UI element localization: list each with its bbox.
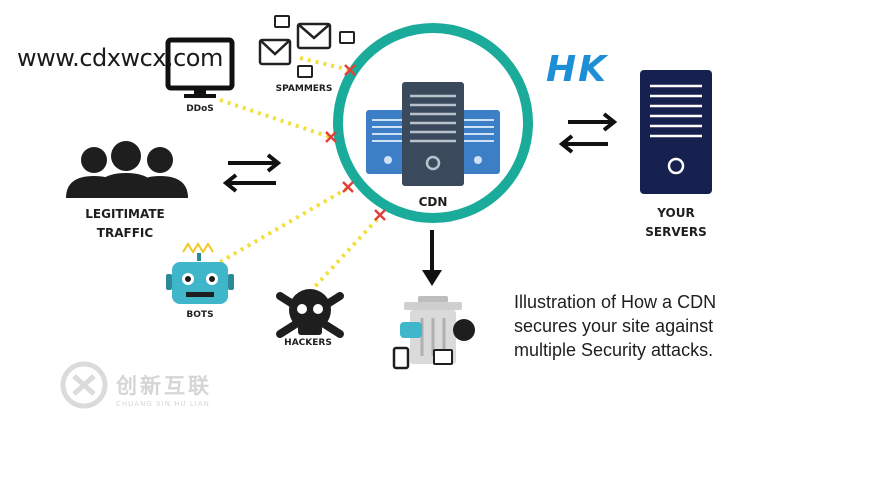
watermark-logo-chinese: 创新互联 bbox=[116, 374, 212, 398]
your-servers-icon bbox=[640, 70, 712, 194]
watermark-logo-pinyin: CHUANG XIN HU LIAN bbox=[116, 400, 210, 408]
line-hackers bbox=[308, 214, 382, 294]
bot-icon bbox=[166, 242, 234, 304]
blocked-marks bbox=[325, 64, 386, 221]
skull-crossbones-icon bbox=[276, 289, 344, 338]
watermark-logo-text: 创新互联 CHUANG XIN HU LIAN bbox=[116, 370, 212, 408]
watermark-url: www.cdxwcx.com bbox=[17, 44, 223, 72]
x-icon bbox=[342, 181, 354, 193]
cdn-label: CDN bbox=[418, 195, 448, 209]
x-icon bbox=[374, 209, 386, 221]
caption-line3: multiple Security attacks. bbox=[514, 340, 714, 360]
line-ddos bbox=[219, 98, 331, 139]
caption-line2: secures your site against bbox=[514, 316, 714, 336]
people-icon bbox=[66, 141, 188, 198]
arrows-right bbox=[558, 112, 618, 154]
hk-label: HK bbox=[546, 49, 609, 90]
x-icon bbox=[344, 64, 356, 76]
x-icon bbox=[325, 131, 337, 143]
your-servers-label: YOUR SERVERS bbox=[630, 204, 722, 242]
line-bots bbox=[218, 186, 350, 264]
bots-label: BOTS bbox=[186, 310, 214, 320]
cdn-servers-icon bbox=[366, 82, 500, 186]
legitimate-label-line1: LEGITIMATE bbox=[85, 207, 165, 221]
line-spammers bbox=[299, 56, 351, 72]
spammers-envelope-icons bbox=[258, 15, 355, 78]
ddos-monitor-icon bbox=[165, 37, 235, 98]
caption-line1: Illustration of How a CDN bbox=[514, 292, 717, 312]
trash-can-icon bbox=[392, 296, 475, 370]
spammers-label: SPAMMERS bbox=[275, 84, 333, 94]
legitimate-label-line2: TRAFFIC bbox=[96, 226, 154, 240]
legitimate-traffic-label: LEGITIMATE TRAFFIC bbox=[70, 205, 180, 243]
arrows-left bbox=[222, 153, 282, 193]
ddos-label: DDoS bbox=[186, 104, 214, 114]
watermark-logo-mark bbox=[60, 361, 108, 409]
attack-lines bbox=[218, 56, 382, 294]
your-servers-line1: YOUR bbox=[657, 206, 695, 220]
down-arrow bbox=[422, 230, 442, 286]
your-servers-line2: SERVERS bbox=[645, 225, 707, 239]
caption: Illustration of How a CDN secures your s… bbox=[514, 290, 716, 362]
hackers-label: HACKERS bbox=[284, 338, 332, 348]
